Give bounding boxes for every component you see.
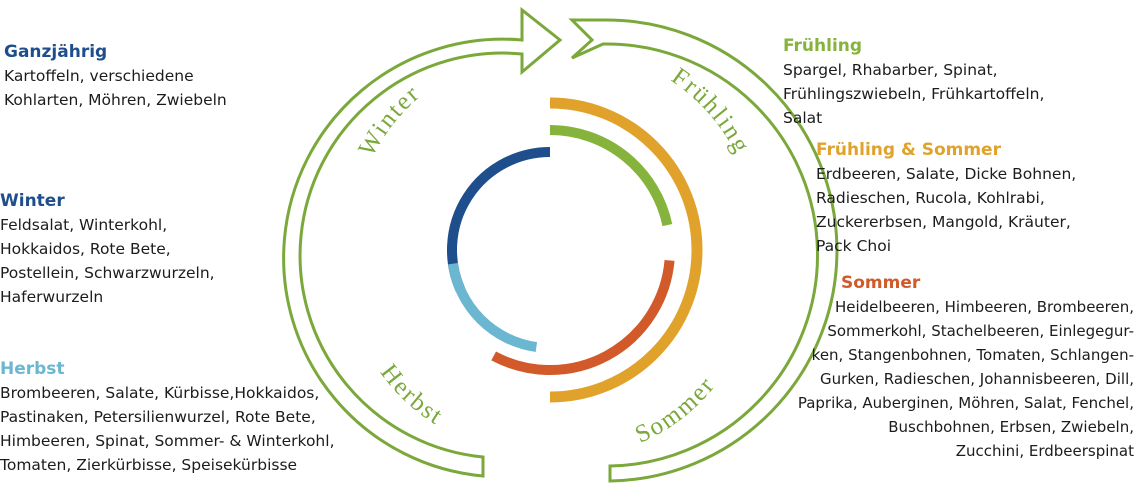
arc-winter [447,147,551,292]
cycle-arrow-left [282,6,563,478]
season-list-sommer: Heidelbeeren, Himbeeren, Brombeeren, Som… [797,298,1134,460]
arc-herbst [448,262,538,352]
season-list-ganzjaehrig: Kartoffeln, verschiedene Kohlarten, Möhr… [4,67,227,109]
season-title-fruehling: Frühling [783,36,863,56]
season-block-sommer: Sommer Heidelbeeren, Himbeeren, Brombeer… [752,272,1134,463]
season-list-winter: Feldsalat, Winterkohl, Hokkaidos, Rote B… [0,216,215,306]
season-block-herbst: Herbst Brombeeren, Salate, Kürbisse,Hokk… [0,358,335,477]
season-block-fruehling: Frühling Spargel, Rhabarber, Spinat, Frü… [783,35,1044,130]
season-list-fruehling-sommer: Erdbeeren, Salate, Dicke Bohnen, Radiesc… [816,165,1077,255]
arc-fruehling-sommer [549,97,703,403]
season-block-fruehling-sommer: Frühling & Sommer Erdbeeren, Salate, Dic… [816,139,1076,258]
arc-sommer [491,260,675,375]
arc-fruehling [549,125,673,227]
season-title-winter: Winter [0,191,65,211]
cycle-arrow-right [568,18,839,483]
season-title-herbst: Herbst [0,359,65,379]
season-list-fruehling: Spargel, Rhabarber, Spinat, Frühlingszwi… [783,61,1045,127]
season-title-fruehling-sommer: Frühling & Sommer [816,140,1001,160]
season-block-winter: Winter Feldsalat, Winterkohl, Hokkaidos,… [0,190,215,309]
season-title-sommer: Sommer [841,273,921,293]
season-list-herbst: Brombeeren, Salate, Kürbisse,Hokkaidos, … [0,384,335,474]
season-title-ganzjaehrig: Ganzjährig [4,42,108,62]
season-block-ganzjaehrig: Ganzjährig Kartoffeln, verschiedene Kohl… [4,41,227,112]
cycle-label-sommer: Sommer [631,371,721,448]
